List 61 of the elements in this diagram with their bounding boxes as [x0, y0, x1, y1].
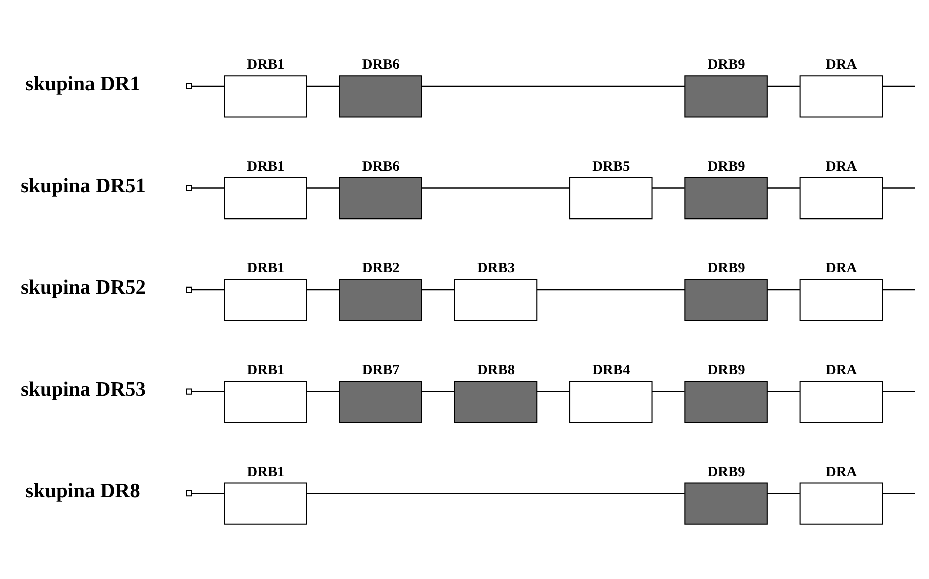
node-box: [186, 286, 192, 293]
node-label: DRB9: [708, 260, 746, 276]
node-box: [186, 388, 192, 394]
node-box: [186, 184, 192, 191]
label: skupina DR52: [21, 276, 146, 299]
connector: [882, 187, 916, 188]
connector: [192, 85, 224, 87]
connector: [306, 288, 340, 290]
connector: [882, 288, 916, 290]
node-label: DRB1: [247, 362, 285, 378]
label: skupina DR51: [21, 174, 146, 197]
node-label: DRB1: [247, 260, 285, 276]
node-label: DRB9: [708, 56, 746, 73]
connector: [306, 85, 340, 87]
connector: [192, 492, 224, 494]
node-box: [186, 490, 192, 496]
node-label: DRB1: [247, 464, 285, 480]
connector: [192, 390, 224, 392]
node-box: [186, 82, 192, 90]
node-label: DRB6: [362, 56, 400, 73]
connector: [192, 288, 224, 290]
label: skupina DR53: [21, 378, 146, 400]
label: skupina DR1: [26, 73, 140, 96]
connector: [882, 492, 916, 494]
connector: [768, 288, 800, 290]
connector: [422, 187, 570, 188]
connector: [768, 85, 800, 87]
node-label: DRB3: [477, 260, 516, 276]
node-label: DRB7: [362, 362, 400, 378]
connector: [768, 390, 800, 392]
connector: [306, 187, 340, 188]
connector: [307, 492, 685, 494]
node-label: DRB1: [247, 158, 285, 174]
node-label: DRA: [826, 464, 858, 480]
node-label: DRB4: [592, 362, 630, 378]
node-label: DRB2: [362, 260, 400, 276]
node-label: DRA: [826, 158, 858, 174]
node-label: DRB1: [247, 56, 285, 73]
connector: [192, 187, 224, 188]
node-label: DRA: [826, 260, 858, 276]
connector: [652, 390, 685, 392]
node-label: DRB9: [708, 362, 746, 378]
node-label: DRB9: [708, 464, 746, 480]
node-label: DRA: [826, 56, 858, 73]
node-label: DRB5: [592, 158, 630, 174]
node-label: DRB9: [708, 158, 746, 174]
connector: [882, 85, 916, 87]
connector: [306, 390, 340, 392]
label: skupina DR8: [26, 480, 140, 502]
connector: [537, 390, 570, 392]
connector: [768, 187, 800, 188]
connector: [882, 390, 916, 392]
connector: [422, 390, 455, 392]
connector: [422, 288, 455, 290]
node-label: DRA: [826, 362, 858, 378]
node-label: DRB6: [362, 158, 400, 174]
node-label: DRB8: [477, 362, 516, 378]
connector: [652, 187, 685, 188]
connector: [768, 492, 800, 494]
connector: [422, 85, 685, 87]
connector: [537, 288, 685, 290]
